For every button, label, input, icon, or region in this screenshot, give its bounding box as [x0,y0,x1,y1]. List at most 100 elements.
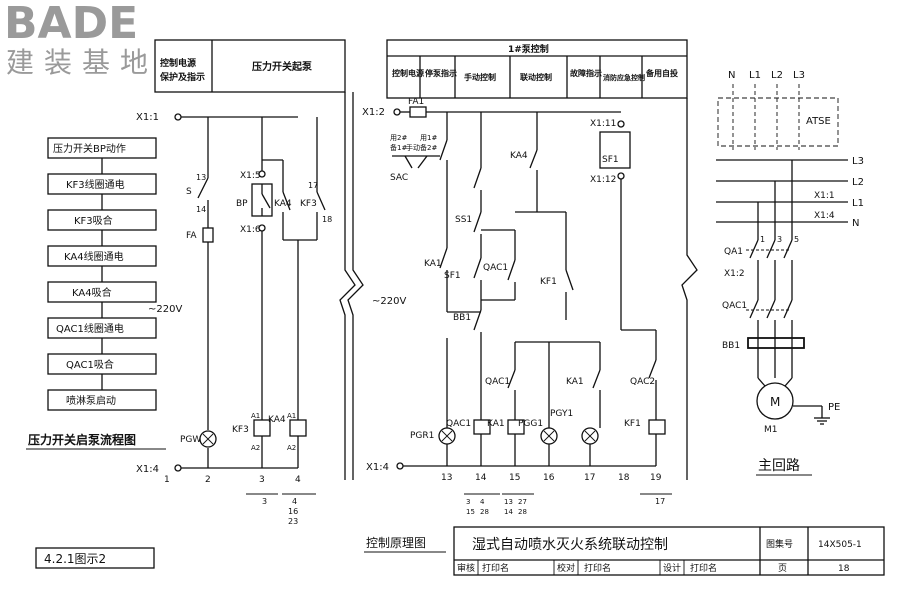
title-block: 控制原理图 湿式自动喷水灭火系统联动控制 图集号 14X505-1 审核 打印名… [364,526,885,576]
ka4-contact-mid-label: KA4 [510,151,528,161]
page-label: 页 [778,563,787,574]
sac-text-4: 用1# [420,134,437,142]
mid-col-15: 15 [509,473,520,483]
qa1-label: QA1 [724,247,743,257]
fuse-fa1-icon [409,106,427,118]
terminal-x1-1: X1:1 [136,112,159,123]
ka1-contact-label: KA1 [424,259,442,269]
sac-text-5: 备2# [420,143,437,152]
ka1-coil-label: KA1 [487,419,505,429]
left-col-1: 1 [164,475,170,485]
middle-header-title: 1#泵控制 [508,43,549,55]
qac1-contact-label: QAC1 [483,263,508,273]
mid-col-13: 13 [441,473,452,483]
motor-m1: M1 [764,425,778,435]
mid-col-17: 17 [584,473,595,483]
main-circuit-title: 主回路 [758,458,800,474]
middle-header-box [386,39,688,99]
middle-panel: 1#泵控制 控制电源 停泵指示 手动控制 联动控制 故障指示 消防应急控制 备用… [347,39,698,516]
design-name: 打印名 [690,562,717,574]
flow-step-1: 压力开关BP动作 [53,142,126,155]
kf1-coil-label: KF1 [624,419,641,429]
flow-step-4: KA4线圈通电 [64,250,124,263]
left-header-protect: 保护及指示 [159,71,205,83]
sf1-contact-label: SF1 [444,271,461,281]
fa-label: FA [186,231,197,241]
middle-voltage: ~220V [372,296,406,307]
design-label: 设计 [663,562,681,574]
flow-step-3: KF3吸合 [74,214,113,227]
qa1-pin-3: 3 [777,235,782,244]
kf3-contact-label: KF3 [300,199,317,209]
fuse-fa1-label: FA1 [408,97,424,107]
motor-icon [756,382,794,420]
atlas-number: 14X505-1 [818,540,862,550]
sac-text-2: 备1# [390,143,407,152]
col-power: 控制电源 [392,68,424,78]
pe-label: PE [828,402,840,413]
sac-label: SAC [390,173,408,183]
flow-step-8: 喷淋泵启动 [66,394,116,407]
terminal-x1-4-mid: X1:4 [366,462,389,473]
check-name: 打印名 [584,562,611,574]
xref15-4: 28 [518,508,527,516]
qac1-main-label: QAC1 [722,301,747,311]
qac2-contact-label: QAC2 [630,377,655,387]
flow-chart-title: 压力开关启泵流程图 [28,432,136,447]
check-label: 校对 [557,562,575,574]
sac-text-3: 手动 [406,143,420,152]
pgy1-label: PGY1 [550,409,573,419]
ka1-aux-label: KA1 [566,377,584,387]
flow-step-5: KA4吸合 [72,286,112,299]
logo-tagline: 建装基地 [6,46,158,79]
bp-label: BP [236,199,248,209]
left-header-pressure: 压力开关起泵 [252,60,313,73]
ss1-label: SS1 [455,215,472,225]
terminal-x1-2: X1:2 [362,107,385,118]
xref14-3: 15 [466,508,475,516]
ka4-a1: A1 [287,412,296,420]
figure-label: 4.2.1图示2 [44,552,106,566]
logo: BADE 建装基地 [4,0,158,79]
bus-l1: L1 [852,198,864,209]
flow-step-2: KF3线圈通电 [66,178,125,191]
bus-l3: L3 [852,156,864,167]
xref14-2: 4 [480,498,485,506]
atlas-label: 图集号 [766,538,793,550]
kf3-coil-label: KF3 [232,425,249,435]
bb1-main-label: BB1 [722,341,740,351]
col-backup: 备用自投 [645,68,678,78]
mid-col-19: 19 [650,473,662,483]
motor-m: M [770,395,780,409]
ka4-contact-label: KA4 [274,199,292,209]
mid-col-16: 16 [543,473,555,483]
pin-14: 14 [196,205,206,214]
col-linkage: 联动控制 [520,72,552,82]
bus-x1-4: X1:4 [814,211,835,221]
x1-2-label: X1:2 [724,269,745,279]
pgg1-label: PGG1 [518,419,543,429]
mid-col-18: 18 [618,473,630,483]
bb1-relay-icon [747,337,805,349]
left-voltage: ~220V [148,304,182,315]
kf1-contact-label: KF1 [540,277,557,287]
xref15-1: 13 [504,498,513,506]
flow-chart: 压力开关BP动作 KF3线圈通电 KF3吸合 KA4线圈通电 KA4吸合 QAC… [47,137,157,411]
main-circuit: N L1 L2 L3 ATSE L3 L2 X1:1 L1 X1:4 N QA1… [716,70,864,476]
terminal-x1-6: X1:6 [240,225,261,235]
col-manual: 手动控制 [464,72,496,82]
xref15-2: 27 [518,498,527,506]
bb1-contact-label: BB1 [453,313,471,323]
review-label: 审核 [457,562,475,574]
flow-step-7: QAC1吸合 [66,358,114,371]
switch-s-label: S [186,187,192,197]
terminal-x1-4-left: X1:4 [136,464,159,475]
ka4-a2: A2 [287,444,296,452]
xref15-3: 14 [504,508,513,516]
flow-step-6: QAC1线圈通电 [56,322,124,335]
mid-col-14: 14 [475,473,487,483]
phase-l3: L3 [793,70,805,81]
left-header-power: 控制电源 [160,57,196,69]
figure-label-box [35,547,155,569]
